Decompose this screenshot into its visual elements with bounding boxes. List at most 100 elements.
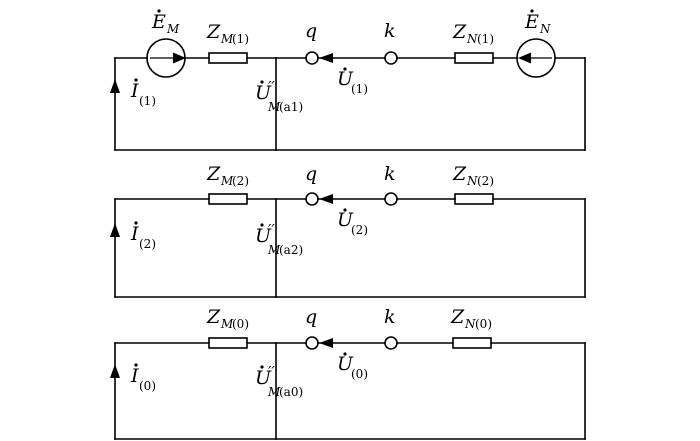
node-k xyxy=(384,336,398,350)
label-sub-var: M xyxy=(220,317,234,331)
label-sub: (0) xyxy=(232,317,249,331)
dot-accent xyxy=(530,9,534,13)
label-sub: (1) xyxy=(139,94,156,108)
label-fault-voltage: U (1) xyxy=(337,67,368,96)
label-fault-voltage: U (2) xyxy=(337,208,368,237)
label-symbol: U xyxy=(337,353,354,375)
label-symbol: E xyxy=(151,11,166,33)
dot-accent xyxy=(343,67,347,71)
label-symbol: I xyxy=(130,223,139,245)
dot-accent xyxy=(343,352,347,356)
circuit-zero: Z M (0) Z N (0) q k U (0) I (0) U ′′ M (… xyxy=(110,306,586,440)
impedance-n xyxy=(452,337,492,349)
label-symbol: I xyxy=(130,365,139,387)
label-sub: (2) xyxy=(477,174,494,188)
label-sub-var: M xyxy=(267,243,281,257)
label-symbol: E xyxy=(524,11,539,33)
label-symbol: Z xyxy=(452,163,467,185)
label-sub-var: M xyxy=(220,32,234,46)
label-node-k: k xyxy=(384,20,396,42)
current-arrow xyxy=(110,364,120,378)
label-sub-var: M xyxy=(267,100,281,114)
label-sub: (a0) xyxy=(279,385,303,399)
impedance-m xyxy=(208,193,248,205)
label-current: I (2) xyxy=(130,221,156,251)
label-current: I (0) xyxy=(130,363,156,393)
label-sub: (0) xyxy=(139,379,156,393)
label-source-m: E M xyxy=(151,9,180,36)
dot-accent xyxy=(157,9,161,13)
label-impedance-m: Z M (1) xyxy=(206,21,249,46)
impedance-m xyxy=(208,52,248,64)
fault-voltage-arrow xyxy=(319,338,333,348)
label-current: I (1) xyxy=(130,78,156,108)
node-q xyxy=(305,192,319,206)
label-bus-voltage: U ′′ M (a0) xyxy=(255,363,303,399)
label-sub: (1) xyxy=(351,82,368,96)
label-sub: M xyxy=(166,22,180,36)
label-symbol: I xyxy=(130,80,139,102)
circuit-positive: E M E N Z M (1) Z N (1) q k U (1) I (1) xyxy=(110,9,586,151)
label-sub: (a2) xyxy=(279,243,303,257)
node-q xyxy=(305,336,319,350)
current-arrow xyxy=(110,223,120,237)
node-k xyxy=(384,192,398,206)
label-sub: (1) xyxy=(477,32,494,46)
label-symbol: Z xyxy=(206,163,221,185)
dot-accent xyxy=(260,80,264,84)
fault-voltage-arrow xyxy=(319,53,333,63)
impedance-m xyxy=(208,337,248,349)
dot-accent xyxy=(260,223,264,227)
label-symbol: U xyxy=(337,209,354,231)
dot-accent xyxy=(343,208,347,212)
label-prime: ′′ xyxy=(268,363,275,381)
label-bus-voltage: U ′′ M (a1) xyxy=(255,78,303,114)
label-symbol: Z xyxy=(450,306,465,328)
label-bus-voltage: U ′′ M (a2) xyxy=(255,221,303,257)
label-sub-var: M xyxy=(220,174,234,188)
label-sub: (1) xyxy=(232,32,249,46)
dot-accent xyxy=(260,365,264,369)
label-node-k: k xyxy=(384,306,396,328)
label-impedance-n: Z N (1) xyxy=(452,21,494,46)
label-symbol: U xyxy=(255,225,272,247)
impedance-n xyxy=(454,193,494,205)
label-sub: (0) xyxy=(351,367,368,381)
dot-accent xyxy=(134,363,138,367)
label-node-q: q xyxy=(305,20,317,42)
label-sub: (0) xyxy=(475,317,492,331)
dot-accent xyxy=(134,221,138,225)
label-impedance-m: Z M (0) xyxy=(206,306,249,331)
source-n-arrow xyxy=(518,52,531,64)
label-prime: ′′ xyxy=(268,78,275,96)
label-node-k: k xyxy=(384,163,396,185)
label-fault-voltage: U (0) xyxy=(337,352,368,381)
label-impedance-m: Z M (2) xyxy=(206,163,249,188)
label-symbol: Z xyxy=(452,21,467,43)
label-sub: N xyxy=(539,22,551,36)
fault-voltage-arrow xyxy=(319,194,333,204)
node-q xyxy=(305,51,319,65)
label-sub-var: M xyxy=(267,385,281,399)
label-node-q: q xyxy=(305,163,317,185)
label-source-n: E N xyxy=(524,9,551,36)
label-sub: (2) xyxy=(351,223,368,237)
current-arrow xyxy=(110,79,120,93)
label-impedance-n: Z N (0) xyxy=(450,306,492,331)
label-impedance-n: Z N (2) xyxy=(452,163,494,188)
label-symbol: U xyxy=(255,82,272,104)
source-m-arrow xyxy=(173,52,186,64)
label-symbol: Z xyxy=(206,21,221,43)
label-sub: (2) xyxy=(139,237,156,251)
impedance-n xyxy=(454,52,494,64)
label-symbol: U xyxy=(337,68,354,90)
label-prime: ′′ xyxy=(268,221,275,239)
label-sub: (2) xyxy=(232,174,249,188)
node-k xyxy=(384,51,398,65)
label-symbol: Z xyxy=(206,306,221,328)
voltage-source-n xyxy=(516,38,556,78)
label-node-q: q xyxy=(305,306,317,328)
dot-accent xyxy=(134,78,138,82)
circuit-negative: Z M (2) Z N (2) q k U (2) I (2) U ′′ M (… xyxy=(110,163,586,298)
